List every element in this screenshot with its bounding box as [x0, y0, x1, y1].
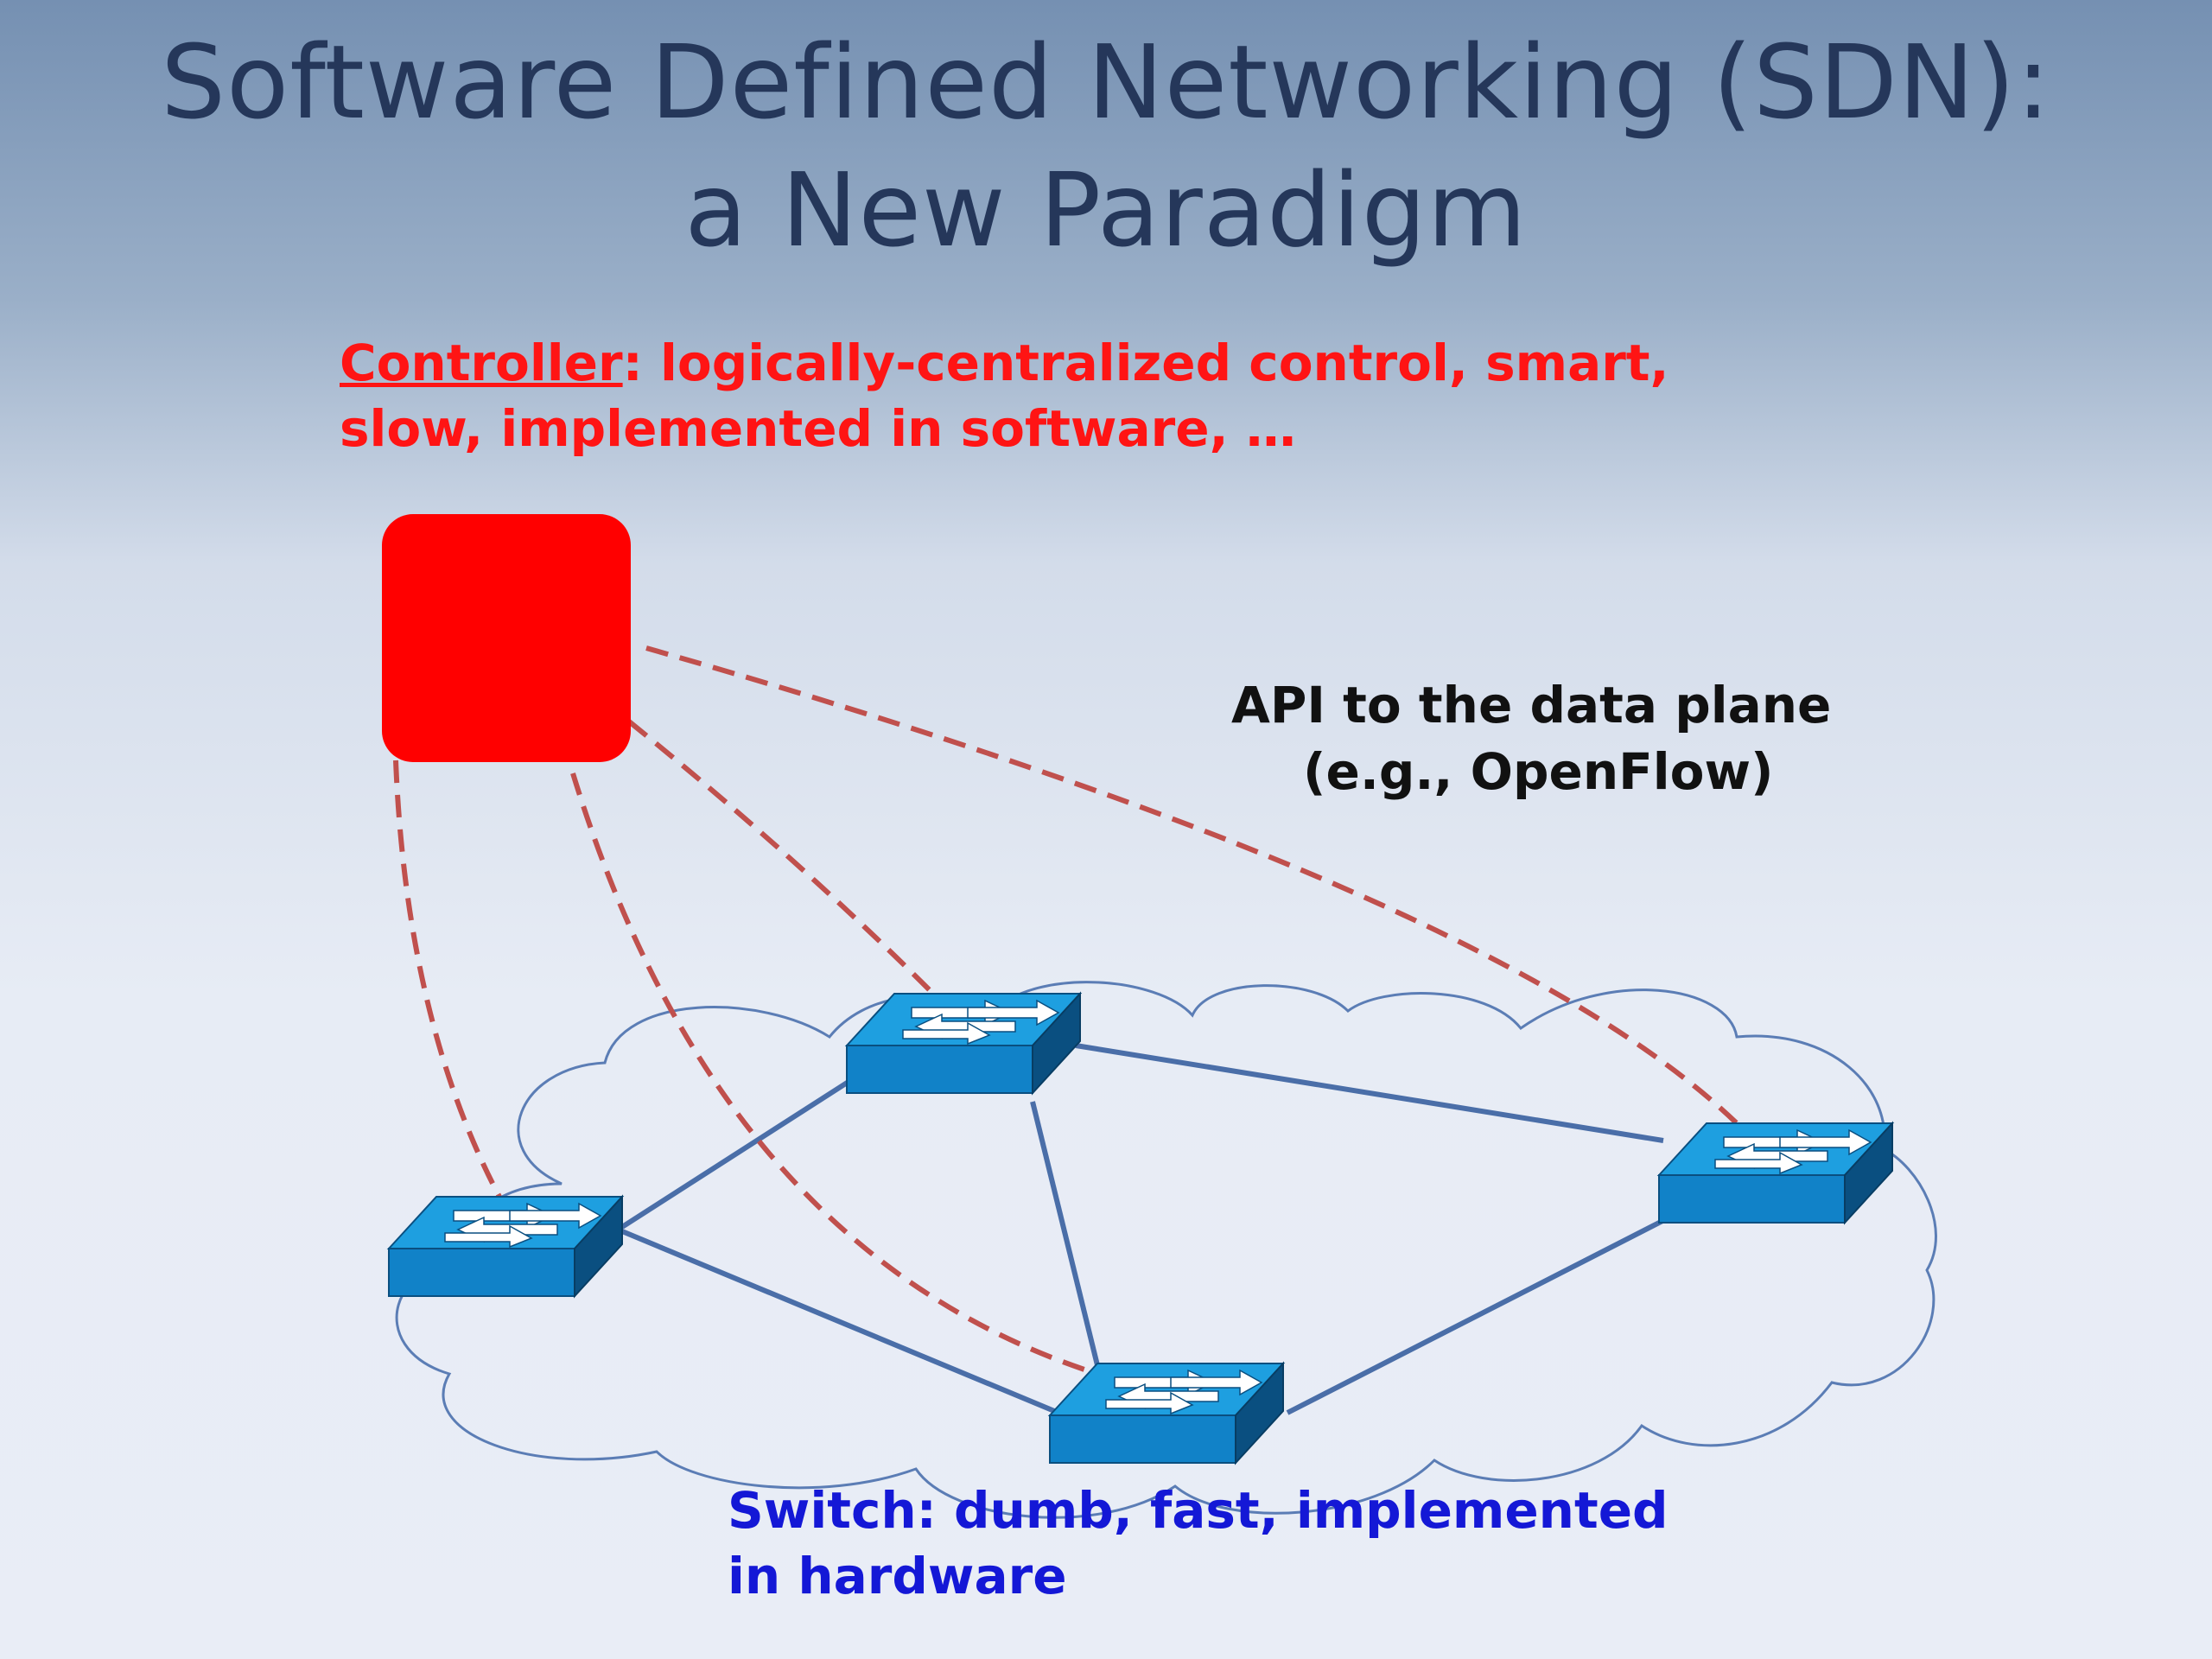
switch-label-line2: in hardware	[728, 1547, 1067, 1605]
data-plane-links	[620, 1043, 1669, 1415]
controller-label-line1: Controller: logically-centralized contro…	[340, 330, 1669, 396]
link-left-bottom	[620, 1229, 1060, 1415]
switch-icon-right	[1658, 1122, 1893, 1224]
api-label-line2: (e.g., OpenFlow)	[1303, 742, 1774, 801]
switch-icon-left	[388, 1196, 623, 1297]
controller-term: Controller	[340, 334, 623, 392]
control-link-top	[627, 719, 936, 996]
controller-label-line2: slow, implemented in software, …	[340, 399, 1296, 458]
link-top-bottom	[1030, 1101, 1100, 1366]
control-links	[393, 645, 1739, 1372]
controller-description: : logically-centralized control, smart,	[622, 334, 1669, 392]
api-label-line1: API to the data plane	[1231, 676, 1832, 734]
link-top-right	[1075, 1043, 1664, 1143]
switch-icon-top	[846, 993, 1081, 1094]
link-left-top	[620, 1077, 853, 1230]
switch-label-line1: Switch: dumb, fast, implemented	[728, 1481, 1669, 1540]
control-link-right	[645, 645, 1739, 1126]
slide-title-line1: Software Defined Networking (SDN):	[161, 22, 2051, 142]
slide-title-line2: a New Paradigm	[684, 150, 1528, 270]
controller-box	[382, 514, 631, 762]
switch-icon-bottom	[1049, 1363, 1284, 1464]
link-bottom-right	[1286, 1216, 1669, 1415]
control-link-bottom	[570, 772, 1085, 1372]
control-link-left	[393, 760, 502, 1198]
